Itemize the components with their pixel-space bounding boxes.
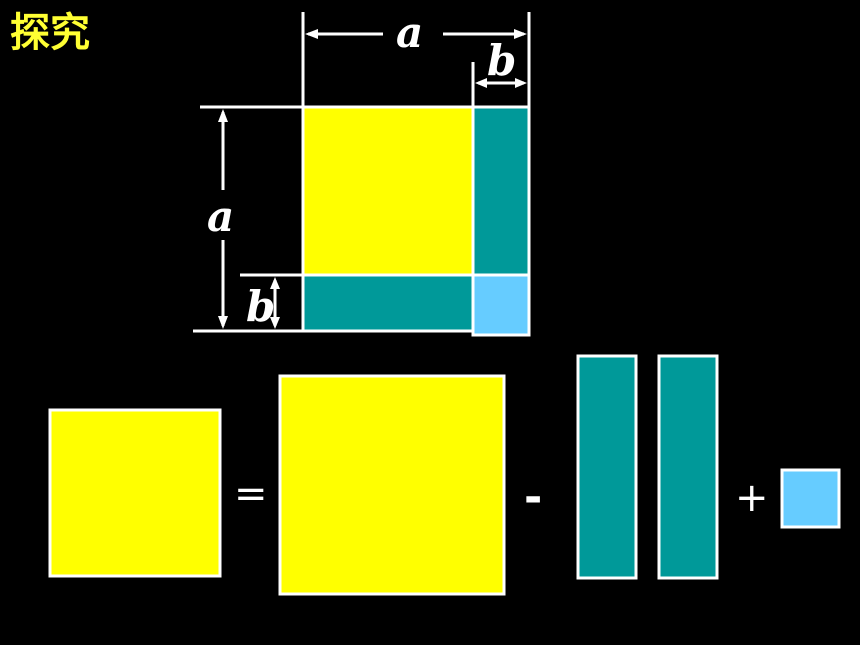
slide-title: 探究 [10, 10, 90, 56]
label-a-top: a [396, 8, 424, 57]
left-dimension-b [240, 273, 303, 329]
eq-light-blue-square [780, 468, 841, 529]
top-dimension-a [301, 12, 531, 108]
label-b-top: b [487, 36, 517, 85]
eq-yellow-square [48, 408, 222, 578]
minus-sign: - [524, 472, 543, 523]
small-square-b [471, 273, 531, 337]
eq-big-yellow-square [278, 374, 506, 596]
equals-sign: = [234, 471, 268, 517]
horizontal-rectangle-bottom [301, 273, 475, 333]
left-dimension-a [193, 105, 303, 333]
eq-teal-rectangle-1 [576, 354, 638, 580]
label-a-left: a [207, 192, 235, 241]
vertical-rectangle-right [471, 105, 531, 277]
plus-sign: + [735, 475, 769, 521]
top-dimension-b [471, 62, 527, 108]
label-b-left: b [246, 282, 276, 331]
eq-teal-rectangle-2 [657, 354, 719, 580]
big-square-a-minus-b [301, 105, 475, 277]
